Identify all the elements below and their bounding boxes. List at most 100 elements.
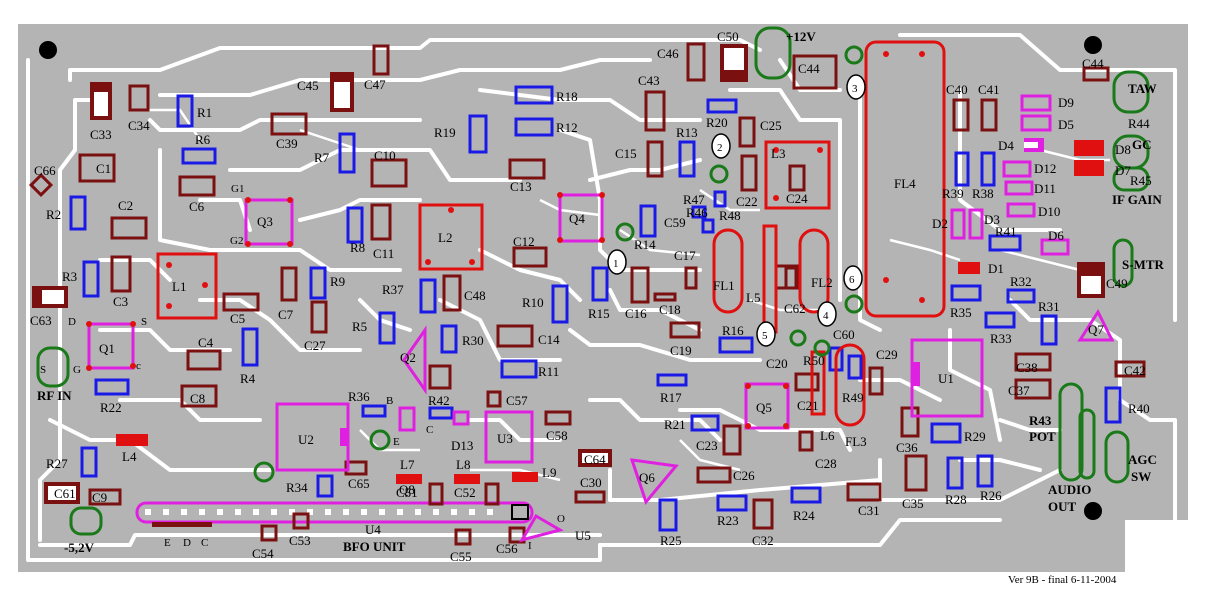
component-label: R32 bbox=[1010, 274, 1032, 289]
diode-d10 bbox=[1006, 202, 1036, 218]
component-label: C26 bbox=[733, 468, 755, 483]
component-label: D11 bbox=[1034, 181, 1056, 196]
component-label: R44 bbox=[1128, 116, 1150, 131]
resistor bbox=[94, 378, 130, 396]
resistor bbox=[514, 85, 554, 105]
component-label: R45 bbox=[1130, 173, 1152, 188]
component-label: SW bbox=[1131, 469, 1151, 484]
component-label: FL3 bbox=[845, 434, 867, 449]
resistor bbox=[419, 278, 437, 314]
component-label: O bbox=[557, 513, 565, 525]
component-label: C18 bbox=[659, 302, 681, 317]
capacitor bbox=[868, 366, 884, 396]
capacitor bbox=[442, 274, 462, 312]
component-label: POT bbox=[1029, 429, 1056, 444]
component-label: C61 bbox=[54, 486, 76, 501]
capacitor bbox=[952, 98, 970, 132]
component-label: L6 bbox=[820, 428, 835, 443]
component-label: RF IN bbox=[37, 388, 72, 403]
resistor bbox=[954, 151, 970, 187]
capacitor bbox=[180, 384, 218, 408]
resistor bbox=[678, 140, 696, 178]
component-label: C34 bbox=[128, 118, 150, 133]
ground-pad bbox=[709, 164, 729, 184]
resistor bbox=[690, 414, 720, 432]
component-label: D2 bbox=[932, 216, 948, 231]
diode-d11 bbox=[1004, 180, 1034, 196]
component-label: C62 bbox=[784, 301, 806, 316]
component-label: R34 bbox=[286, 480, 308, 495]
component-label: C30 bbox=[580, 475, 602, 490]
component-label: R47 bbox=[683, 192, 705, 207]
component-label: OUT bbox=[1048, 499, 1077, 514]
component-label: D8 bbox=[1115, 142, 1131, 157]
resistor bbox=[514, 117, 554, 137]
component-label: R19 bbox=[434, 125, 456, 140]
capacitor bbox=[186, 349, 222, 371]
component-label: D9 bbox=[1058, 95, 1074, 110]
component-label: L1 bbox=[172, 279, 186, 294]
component-label: Q8 bbox=[399, 482, 415, 497]
component-label: R33 bbox=[990, 331, 1012, 346]
component-label: U5 bbox=[575, 528, 591, 543]
capacitor bbox=[486, 390, 502, 408]
resistor bbox=[946, 456, 964, 490]
component-label: L5 bbox=[746, 290, 760, 305]
component-label: I bbox=[528, 540, 532, 552]
component-label: S bbox=[141, 316, 147, 328]
filter-fl1 bbox=[712, 228, 744, 314]
resistor bbox=[309, 266, 327, 300]
component-label: R39 bbox=[942, 186, 964, 201]
capacitor bbox=[900, 406, 920, 438]
component-label: Q5 bbox=[756, 400, 772, 415]
component-label: AUDIO bbox=[1048, 482, 1091, 497]
component-label: R49 bbox=[842, 390, 864, 405]
resistor bbox=[500, 359, 538, 379]
component-label: D5 bbox=[1058, 117, 1074, 132]
component-label: R6 bbox=[195, 132, 211, 147]
capacitor bbox=[110, 255, 132, 293]
resistors bbox=[69, 85, 1122, 532]
component-label: C24 bbox=[786, 191, 808, 206]
diode-d6 bbox=[1040, 238, 1070, 256]
resistor bbox=[706, 98, 738, 114]
diode-d7 bbox=[1074, 160, 1104, 176]
component-label: L7 bbox=[400, 457, 415, 472]
component-label: R9 bbox=[330, 274, 345, 289]
transistor-q2 bbox=[402, 325, 427, 395]
component-label: 4 bbox=[823, 310, 829, 322]
agc-switch-connector bbox=[1104, 430, 1130, 484]
regulator-u5 bbox=[518, 513, 564, 543]
component-label: R28 bbox=[945, 492, 967, 507]
component-label: C36 bbox=[896, 440, 918, 455]
neg-supply-connector bbox=[69, 506, 103, 536]
component-label: C63 bbox=[30, 313, 52, 328]
component-label: R23 bbox=[717, 513, 739, 528]
diode-d12 bbox=[1002, 160, 1032, 178]
component-label: C41 bbox=[978, 82, 1000, 97]
component-label: C44 bbox=[1082, 56, 1104, 71]
diode-d5 bbox=[1020, 114, 1052, 132]
resistor bbox=[316, 474, 334, 498]
component-label: C3 bbox=[113, 294, 128, 309]
component-label: R31 bbox=[1038, 299, 1060, 314]
component-label: D bbox=[68, 316, 76, 328]
component-label: D1 bbox=[988, 261, 1004, 276]
capacitor bbox=[372, 44, 390, 76]
capacitor bbox=[669, 321, 701, 339]
component-label: C27 bbox=[304, 338, 326, 353]
connectors bbox=[36, 26, 1150, 536]
component-label: C43 bbox=[638, 73, 660, 88]
component-label: G1 bbox=[231, 183, 244, 195]
resistor bbox=[988, 234, 1022, 252]
component-label: C23 bbox=[696, 438, 718, 453]
component-label: C6 bbox=[189, 199, 205, 214]
component-label: C17 bbox=[674, 248, 696, 263]
component-label: C55 bbox=[450, 549, 472, 564]
inductor-l7 bbox=[396, 474, 422, 484]
resistor bbox=[440, 324, 458, 354]
resistor bbox=[80, 446, 98, 478]
component-label: R17 bbox=[660, 390, 682, 405]
component-label: 2 bbox=[717, 142, 723, 154]
